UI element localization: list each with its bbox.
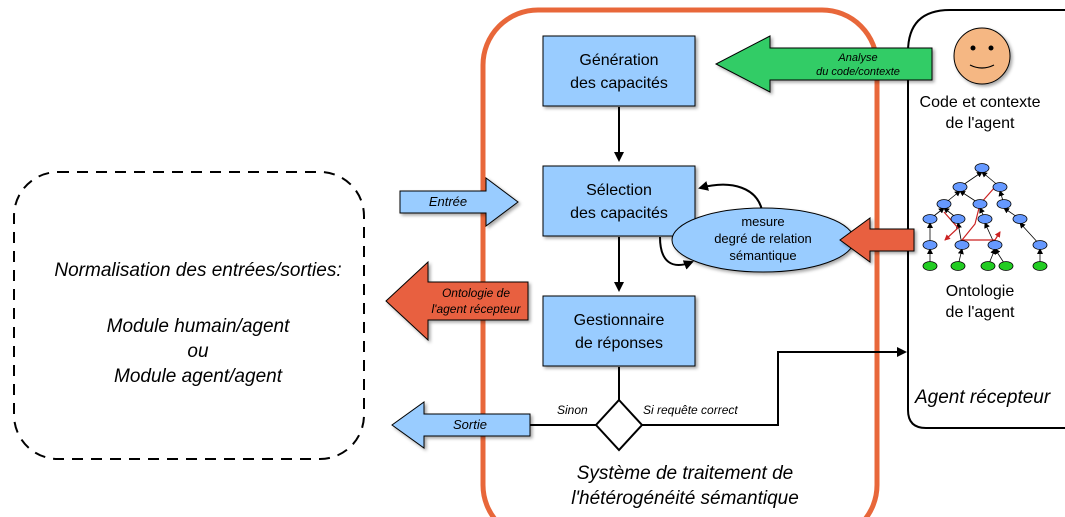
generation-box: Génération des capacités bbox=[542, 35, 696, 107]
ontology-tree-node bbox=[922, 261, 938, 271]
normalisation-panel: Normalisation des entrées/sorties: Modul… bbox=[13, 171, 365, 460]
loop-arrow-bottom bbox=[659, 236, 694, 270]
ontology-tree-node bbox=[987, 240, 1003, 250]
normalisation-title: Normalisation des entrées/sorties: bbox=[54, 260, 341, 281]
ontology-tree-node bbox=[996, 199, 1012, 209]
system-container: Système de traitement de l'hétérogénéité… bbox=[480, 7, 880, 517]
generation-label-line1: Génération bbox=[579, 52, 658, 69]
agent-recepteur-title: Agent récepteur bbox=[914, 387, 1051, 408]
ontology-tree-node bbox=[1032, 240, 1048, 250]
ontology-tree-node bbox=[980, 261, 996, 271]
ontology-tree-node bbox=[952, 182, 968, 192]
ontologie-agent-line2: de l'agent bbox=[946, 304, 1015, 321]
gestionnaire-label-line2: de réponses bbox=[575, 335, 663, 352]
face-icon bbox=[953, 27, 1011, 85]
ontology-tree-node bbox=[950, 214, 966, 224]
ontology-relation-path bbox=[943, 211, 959, 241]
selection-box: Sélection des capacités bbox=[542, 165, 696, 237]
semantic-measure-ellipse: mesure degré de relation sémantique bbox=[671, 207, 855, 273]
ellipse-line1: mesure bbox=[741, 214, 784, 229]
ontology-tree-node bbox=[954, 240, 970, 250]
ellipse-line2: degré de relation bbox=[714, 231, 812, 246]
arrow-to-agent bbox=[642, 347, 907, 426]
ontology-relation-path bbox=[960, 186, 1001, 241]
module-agent-agent-label: Module agent/agent bbox=[114, 366, 283, 387]
code-contexte-line2: de l'agent bbox=[946, 115, 1015, 132]
si-requete-label: Si requête correct bbox=[643, 403, 738, 417]
ontology-tree-node bbox=[1012, 214, 1028, 224]
entree-label: Entrée bbox=[429, 194, 467, 209]
ontology-tree-node bbox=[972, 199, 988, 209]
ontology-tree-node bbox=[922, 214, 938, 224]
gestionnaire-box: Gestionnaire de réponses bbox=[542, 295, 696, 367]
analyse-line2: du code/contexte bbox=[816, 66, 900, 78]
selection-label-line2: des capacités bbox=[570, 205, 668, 222]
generation-label-line2: des capacités bbox=[570, 75, 668, 92]
ontology-tree-node bbox=[998, 261, 1014, 271]
analyse-arrow: Analyse du code/contexte bbox=[714, 35, 933, 93]
ontologie-recepteur-arrow: Ontologie de l'agent récepteur bbox=[385, 260, 529, 342]
sortie-arrow: Sortie bbox=[391, 401, 531, 449]
ontologie-recepteur-line2: l'agent récepteur bbox=[431, 302, 521, 316]
ou-label: ou bbox=[187, 341, 209, 362]
selection-label-line1: Sélection bbox=[586, 182, 652, 199]
ontology-tree-node bbox=[1032, 261, 1048, 271]
ontology-tree-icon bbox=[922, 163, 1048, 271]
decision-diamond: Sinon Si requête correct bbox=[530, 347, 907, 452]
analyse-line1: Analyse bbox=[837, 52, 877, 64]
gestionnaire-label-line1: Gestionnaire bbox=[574, 312, 665, 329]
ontologie-recepteur-line1: Ontologie de bbox=[442, 286, 510, 300]
ontology-tree-node bbox=[974, 163, 990, 173]
ontology-tree-node bbox=[922, 240, 938, 250]
system-caption-line2: l'hétérogénéité sémantique bbox=[571, 488, 799, 509]
ontologie-agent-line1: Ontologie bbox=[946, 283, 1015, 300]
system-caption-line1: Système de traitement de bbox=[577, 463, 794, 484]
ontology-tree-node bbox=[977, 214, 993, 224]
sinon-label: Sinon bbox=[557, 403, 588, 417]
module-humain-agent-label: Module humain/agent bbox=[107, 316, 290, 337]
ontology-tree-node bbox=[936, 199, 952, 209]
code-contexte-line1: Code et contexte bbox=[920, 94, 1041, 111]
ontology-to-ellipse-arrow bbox=[839, 217, 915, 263]
sortie-label: Sortie bbox=[453, 417, 487, 432]
ellipse-line3: sémantique bbox=[729, 248, 796, 263]
entree-arrow: Entrée bbox=[399, 177, 519, 227]
ontology-tree-node bbox=[950, 261, 966, 271]
ontology-tree-node bbox=[992, 182, 1008, 192]
